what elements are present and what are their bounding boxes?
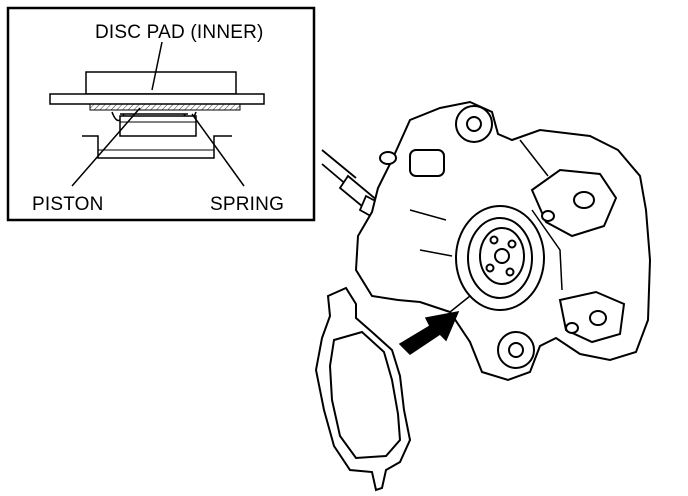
piston-body [119, 115, 197, 137]
pad-friction-material [328, 330, 402, 460]
leader-piston [71, 107, 141, 187]
pad-shim [89, 103, 241, 111]
pad-friction-block [85, 71, 237, 95]
label-spring: SPRING [210, 194, 284, 215]
caliper-bore [82, 135, 232, 159]
leader-spring [191, 113, 245, 187]
label-piston: PISTON [32, 194, 104, 215]
leader-disc-pad [151, 41, 163, 91]
pad-backing-plate [49, 93, 265, 105]
label-disc-pad: DISC PAD (INNER) [95, 22, 264, 43]
install-direction-arrow [398, 311, 460, 355]
detail-inset: DISC PAD (INNER) PISTON SPRING [6, 6, 316, 222]
brake-caliper [354, 100, 652, 382]
disc-pad [314, 286, 412, 492]
